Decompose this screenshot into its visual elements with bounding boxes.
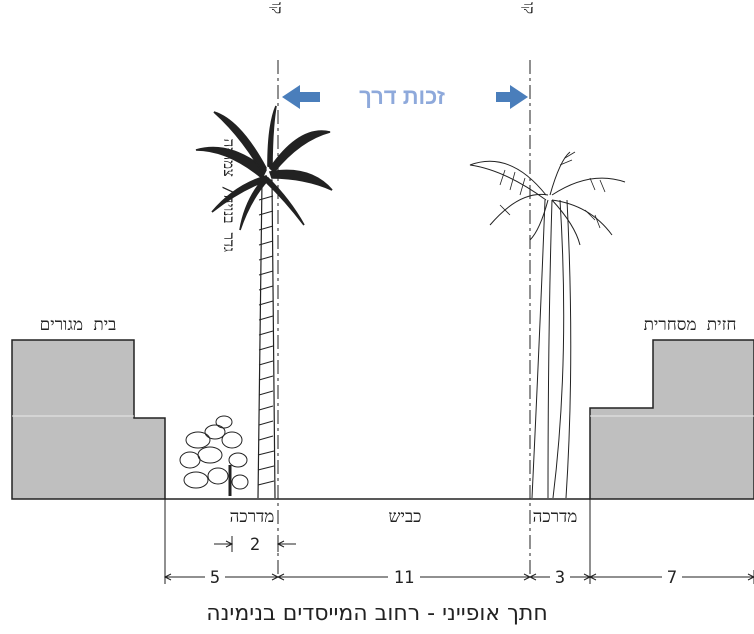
fence-label: גדר בנויה/ צמחיה	[220, 139, 238, 252]
sidewalk-left-label: מדרכה	[230, 507, 275, 527]
shrub-icon	[179, 415, 249, 496]
road-label: כביש	[389, 507, 422, 527]
dimension-sub-value: 2	[250, 535, 260, 555]
dimension-sidewalk: 3	[555, 568, 565, 588]
palm-tree-right-icon	[469, 151, 626, 499]
sidewalk-right-label: מדרכה	[533, 507, 578, 527]
arrow-right-icon	[496, 85, 528, 109]
property-line-left-label: קו מגרש	[268, 0, 286, 14]
dimension-line	[163, 499, 754, 584]
residential-label: בית מגורים	[40, 315, 117, 335]
commercial-label: חזית מסחרית	[644, 315, 737, 335]
property-line-right-label: קו מגרש	[520, 0, 538, 14]
arrow-left-icon	[282, 85, 320, 109]
palm-tree-left-icon	[195, 105, 333, 499]
dimension-left-setback: 5	[210, 568, 220, 588]
right-of-way-label: זכות דרך	[359, 84, 445, 109]
dimension-road: 11	[394, 568, 414, 588]
dimension-sub	[214, 536, 296, 552]
dimension-right-setback: 7	[667, 568, 677, 588]
diagram-caption: חתך אופייני - רחוב המייסדים בנימינה	[206, 601, 548, 626]
residential-building	[11, 339, 166, 500]
commercial-building	[589, 339, 754, 500]
